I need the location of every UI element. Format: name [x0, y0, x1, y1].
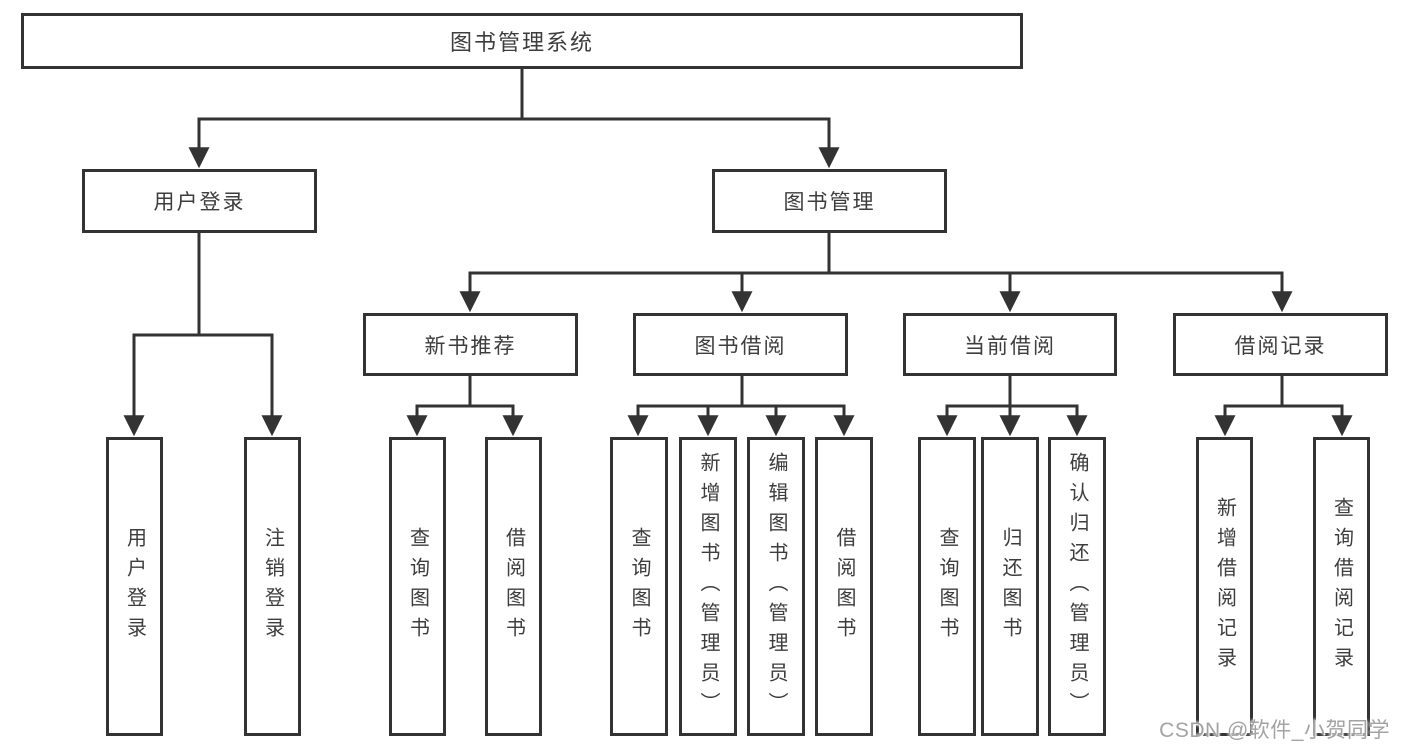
leaf-return-books-label: 归还图书 — [999, 526, 1021, 647]
leaf-query-books-current: 查询图书 — [918, 437, 976, 736]
leaf-borrow-books-label: 借阅图书 — [833, 526, 855, 647]
leaf-query-borrow-record: 查询借阅记录 — [1313, 437, 1370, 736]
leaf-add-books-admin-label: 新增图书（管理员） — [697, 451, 719, 722]
leaf-confirm-return-admin: 确认归还（管理员） — [1048, 437, 1106, 736]
node-new-book-recommendation: 新书推荐 — [363, 313, 578, 376]
leaf-logout-label: 注销登录 — [261, 526, 284, 647]
node-current-borrowing-label: 当前借阅 — [964, 334, 1056, 358]
leaf-borrow-books-recommend: 借阅图书 — [485, 437, 542, 736]
leaf-query-books-borrowing: 查询图书 — [610, 437, 668, 736]
watermark: CSDN @软件_小贺同学 — [1159, 719, 1390, 742]
node-root: 图书管理系统 — [21, 13, 1023, 69]
node-book-borrowing: 图书借阅 — [633, 313, 848, 376]
node-current-borrowing: 当前借阅 — [903, 313, 1117, 376]
leaf-query-books-recommend-label: 查询图书 — [406, 526, 429, 647]
leaf-edit-books-admin-label: 编辑图书（管理员） — [765, 451, 787, 722]
node-borrowing-records: 借阅记录 — [1173, 313, 1388, 376]
leaf-return-books: 归还图书 — [981, 437, 1039, 736]
node-borrowing-records-label: 借阅记录 — [1234, 334, 1327, 358]
leaf-user-login-label: 用户登录 — [123, 526, 146, 647]
node-book-management-label: 图书管理 — [783, 191, 876, 214]
node-user-login-label: 用户登录 — [153, 191, 246, 214]
leaf-query-books-current-label: 查询图书 — [936, 526, 958, 647]
leaf-logout: 注销登录 — [244, 437, 301, 736]
leaf-user-login: 用户登录 — [106, 437, 163, 736]
leaf-query-books-borrowing-label: 查询图书 — [628, 526, 650, 647]
leaf-borrow-books: 借阅图书 — [815, 437, 873, 736]
node-new-book-recommendation-label: 新书推荐 — [424, 334, 517, 358]
node-user-login: 用户登录 — [82, 169, 317, 233]
leaf-borrow-books-recommend-label: 借阅图书 — [502, 526, 525, 647]
node-book-borrowing-label: 图书借阅 — [694, 334, 787, 358]
node-book-management: 图书管理 — [712, 169, 947, 233]
node-root-label: 图书管理系统 — [449, 30, 594, 55]
leaf-add-books-admin: 新增图书（管理员） — [679, 437, 737, 736]
leaf-query-borrow-record-label: 查询借阅记录 — [1330, 496, 1353, 677]
leaf-query-books-recommend: 查询图书 — [389, 437, 446, 736]
leaf-confirm-return-admin-label: 确认归还（管理员） — [1066, 451, 1088, 722]
leaf-add-borrow-record: 新增借阅记录 — [1196, 437, 1253, 736]
leaf-edit-books-admin: 编辑图书（管理员） — [747, 437, 805, 736]
leaf-add-borrow-record-label: 新增借阅记录 — [1213, 496, 1236, 677]
